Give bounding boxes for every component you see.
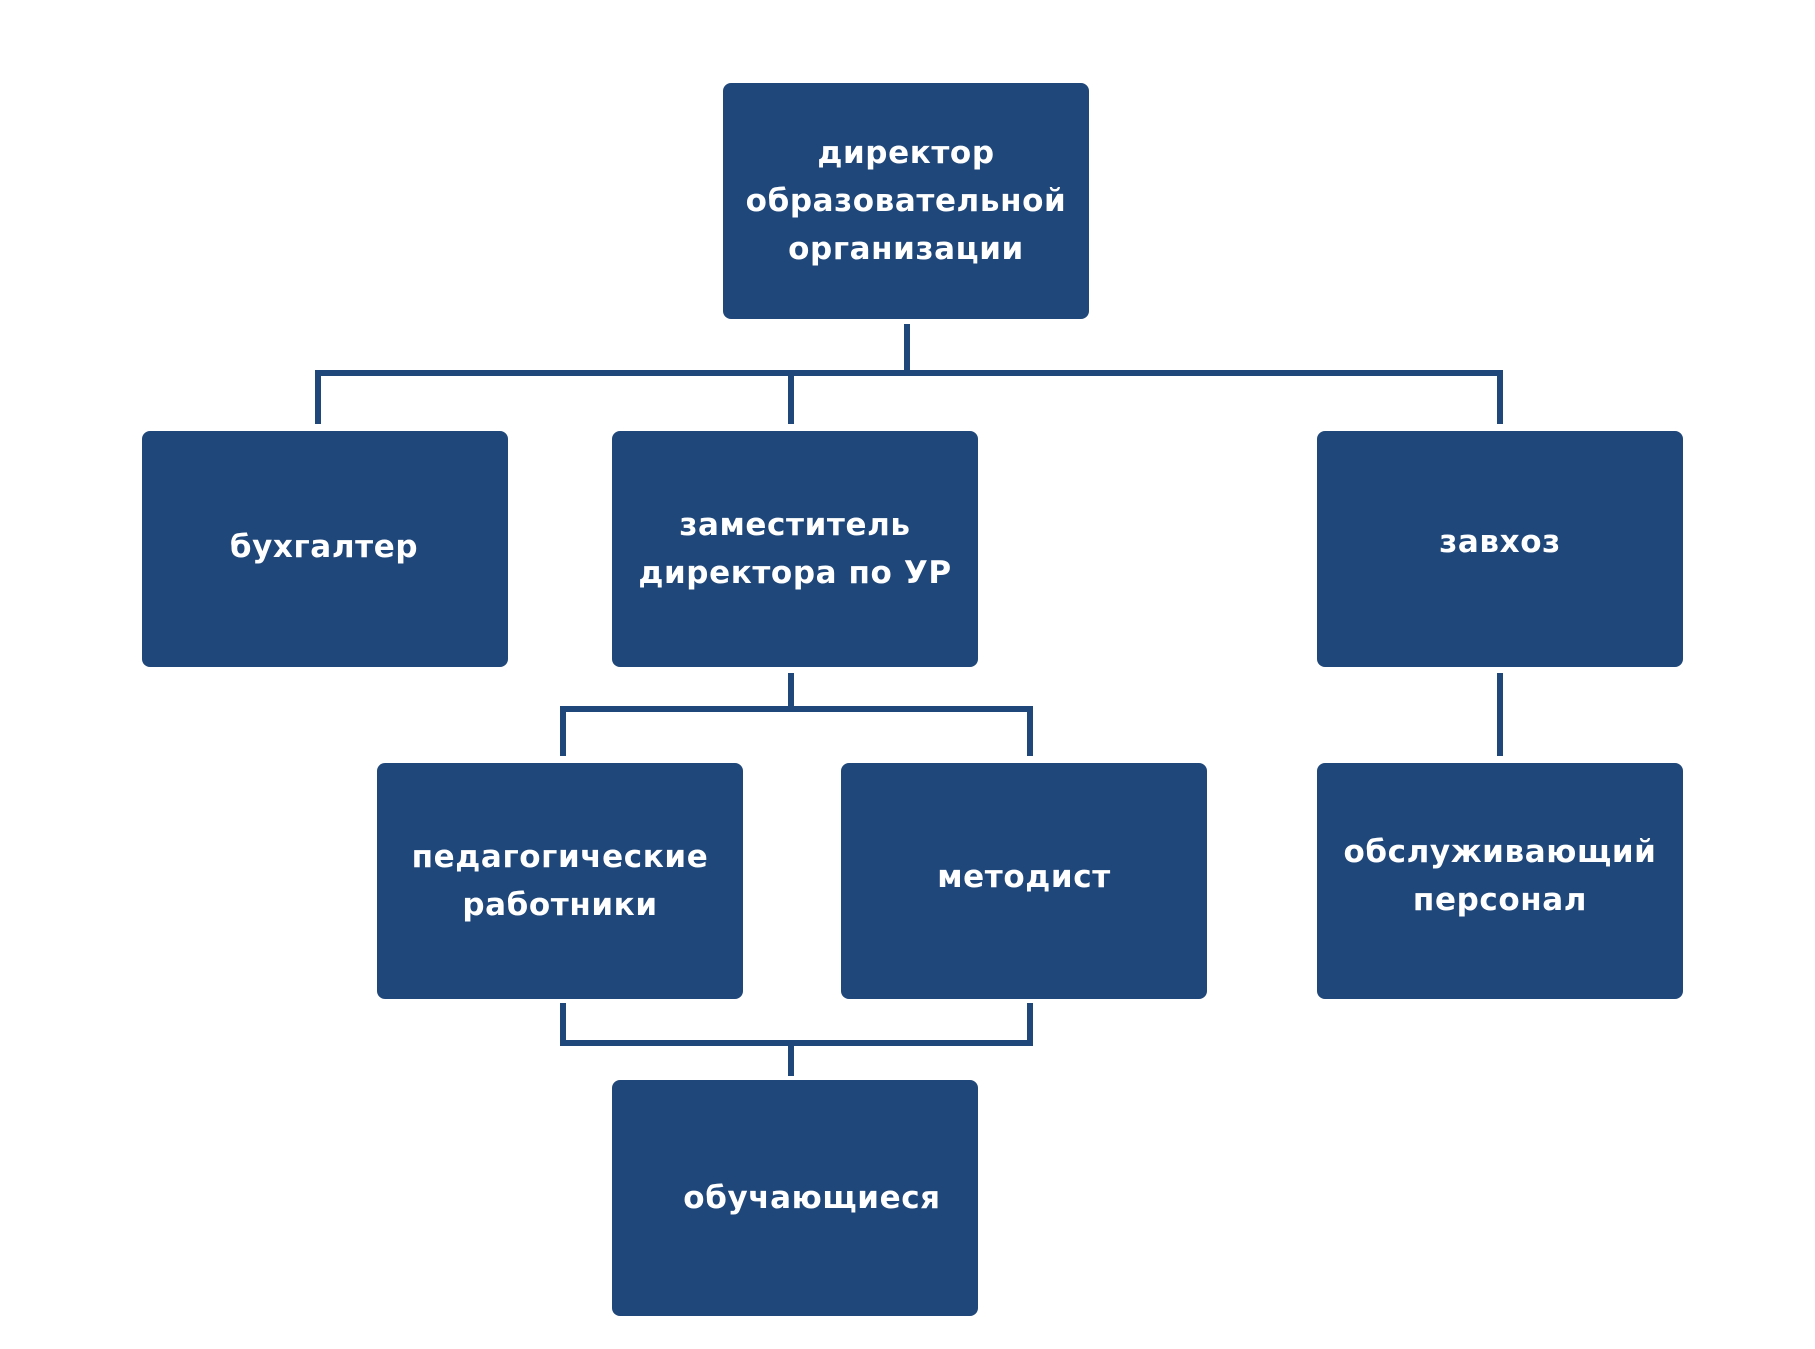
node-caretaker: завхоз <box>1317 431 1683 667</box>
node-methodist-label: методист <box>937 859 1111 895</box>
node-service-staff: обслуживающий персонал <box>1317 763 1683 999</box>
node-students-label: обучающиеся <box>683 1180 941 1216</box>
node-director-label: директор образовательной организации <box>745 135 1067 267</box>
node-deputy-director-label: заместитель директора по УР <box>638 507 952 591</box>
node-accountant-label: бухгалтер <box>229 529 419 565</box>
node-students: обучающиеся <box>612 1080 978 1316</box>
node-deputy-director: заместитель директора по УР <box>612 431 978 667</box>
node-teachers-label: педагогические работники <box>411 839 709 923</box>
node-teachers: педагогические работники <box>377 763 743 999</box>
node-accountant: бухгалтер <box>142 431 508 667</box>
node-service-staff-label: обслуживающий персонал <box>1343 834 1657 918</box>
node-director: директор образовательной организации <box>723 83 1089 319</box>
node-caretaker-label: завхоз <box>1439 524 1561 560</box>
node-methodist: методист <box>841 763 1207 999</box>
